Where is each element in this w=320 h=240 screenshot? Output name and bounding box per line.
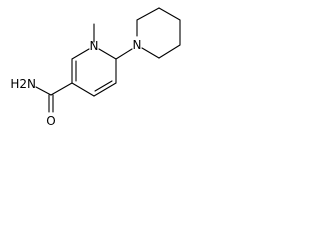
amide-oxygen-label: O (46, 114, 55, 128)
ring-nitrogen-label: N (90, 39, 99, 53)
bond-pip-c5-c6 (158, 44, 181, 59)
amide-nitrogen-label: H2N (10, 77, 36, 91)
bond-c6-n1 (98, 48, 117, 60)
bond-c6-piperidine-n (115, 48, 133, 60)
bond-c3-c4 (71, 82, 95, 97)
piperidine-nitrogen-label: N (133, 38, 142, 52)
bond-amide-carbon-nitrogen (35, 86, 52, 96)
bond-pip-c6-n (141, 47, 160, 59)
bond-c4-c5-double (94, 80, 113, 92)
bond-c4-c5 (93, 82, 117, 97)
bond-pip-c2-c3 (136, 7, 160, 21)
molecule-structure: N N H2N O (10, 7, 181, 128)
bond-pip-c3-c4 (158, 7, 181, 21)
bond-c3-amide-carbon (50, 82, 73, 96)
bond-n1-c2 (71, 48, 90, 60)
